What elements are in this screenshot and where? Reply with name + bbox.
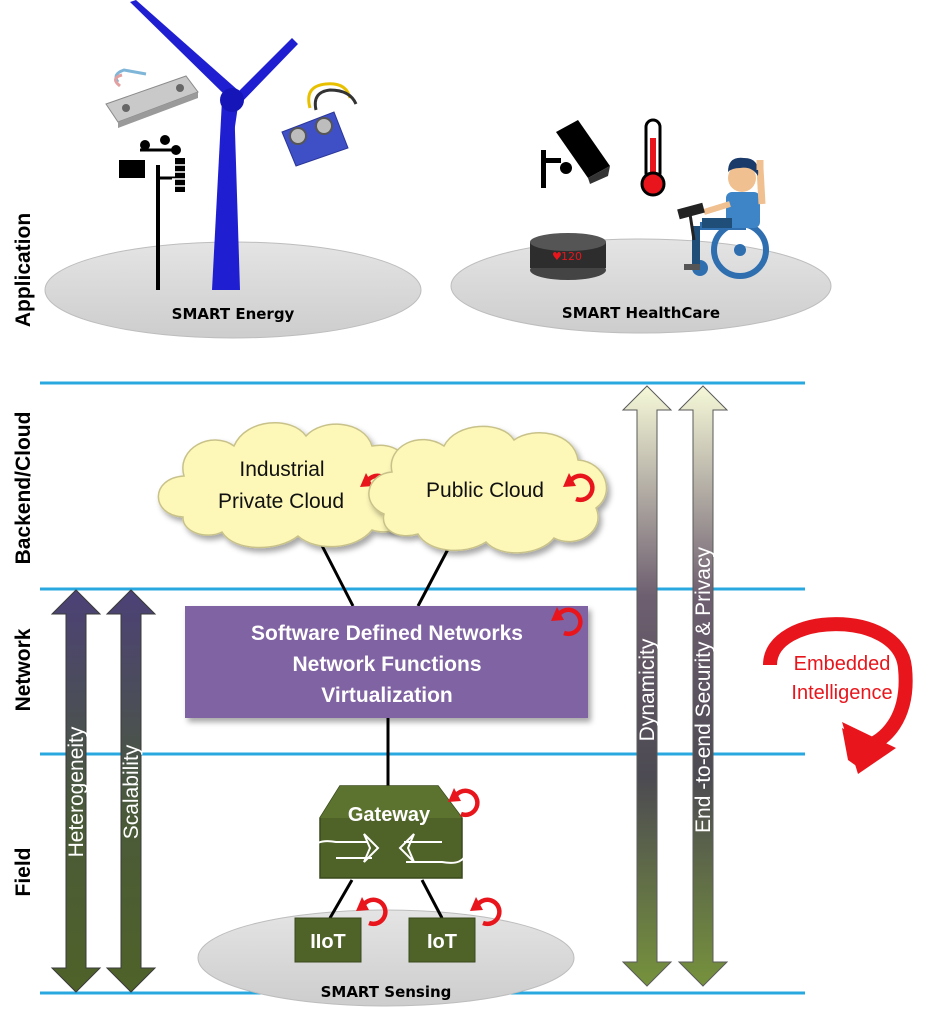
link-gateway-iiot	[328, 879, 354, 919]
smart-sensing-label: SMART Sensing	[321, 983, 452, 1001]
wheelchair-user-icon	[677, 157, 769, 279]
sdn-nfv-box	[185, 606, 588, 718]
sdn-label: Software Defined Networks	[251, 622, 523, 645]
gateway-label: Gateway	[348, 804, 431, 826]
layer-label-application: Application	[12, 213, 35, 327]
field-group: SMART Sensing Gateway IIoT	[197, 785, 575, 1007]
layer-label-backend: Backend/Cloud	[12, 412, 35, 565]
dynamicity-label: Dynamicity	[636, 638, 659, 741]
network-group: Software Defined Networks Network Functi…	[185, 606, 588, 786]
scalability-label: Scalability	[120, 744, 143, 839]
smart-energy-label: SMART Energy	[172, 305, 295, 323]
gateway-device: Gateway	[311, 785, 477, 879]
health-wristband-icon: ♥ 120	[530, 233, 606, 280]
load-cell-sensor-icon	[105, 68, 199, 128]
embedded-intelligence-line2: Intelligence	[791, 682, 892, 704]
public-cloud-label: Public Cloud	[426, 479, 544, 502]
private-cloud-label-line2: Private Cloud	[218, 490, 344, 513]
security-privacy-label: End -to-end Security & Privacy	[692, 547, 715, 833]
heterogeneity-arrow: Heterogeneity	[50, 589, 102, 993]
iot-label: IoT	[427, 931, 457, 953]
smart-healthcare-label: SMART HealthCare	[562, 304, 720, 322]
smart-healthcare-group: SMART HealthCare ♥ 120	[450, 118, 832, 334]
ultrasonic-sensor-icon	[281, 82, 358, 167]
security-camera-icon	[541, 120, 610, 188]
public-cloud: Public Cloud	[368, 425, 608, 554]
bidirectional-arrows-icon	[311, 833, 467, 864]
wind-turbine-icon	[130, 0, 298, 290]
embedded-intelligence-line1: Embedded	[794, 653, 891, 675]
iiot-label: IIoT	[310, 931, 346, 953]
embedded-intelligence-group: Embedded Intelligence	[763, 617, 913, 774]
industrial-private-cloud: Industrial Private Cloud	[157, 421, 413, 549]
nfv-label-line1: Network Functions	[292, 653, 481, 676]
iot-node: IoT	[408, 897, 499, 963]
layer-label-field: Field	[12, 847, 35, 896]
wristband-reading: 120	[561, 250, 582, 263]
weather-station-icon	[119, 135, 188, 290]
link-gateway-iot	[420, 879, 444, 919]
security-privacy-arrow: End -to-end Security & Privacy	[677, 385, 729, 987]
cloud-group: Industrial Private Cloud Public Cloud	[157, 421, 608, 607]
heart-icon: ♥	[552, 250, 562, 263]
thermometer-icon	[640, 118, 666, 197]
iiot-node: IIoT	[294, 897, 385, 963]
smart-energy-group: SMART Energy	[44, 0, 422, 339]
scalability-arrow: Scalability	[105, 589, 157, 993]
nfv-label-line2: Virtualization	[321, 684, 452, 707]
layer-label-network: Network	[12, 628, 35, 711]
heterogeneity-label: Heterogeneity	[65, 726, 88, 857]
embedded-intelligence-cycle-arrow	[763, 617, 913, 755]
private-cloud-label-line1: Industrial	[239, 458, 324, 481]
dynamicity-arrow: Dynamicity	[621, 385, 673, 987]
